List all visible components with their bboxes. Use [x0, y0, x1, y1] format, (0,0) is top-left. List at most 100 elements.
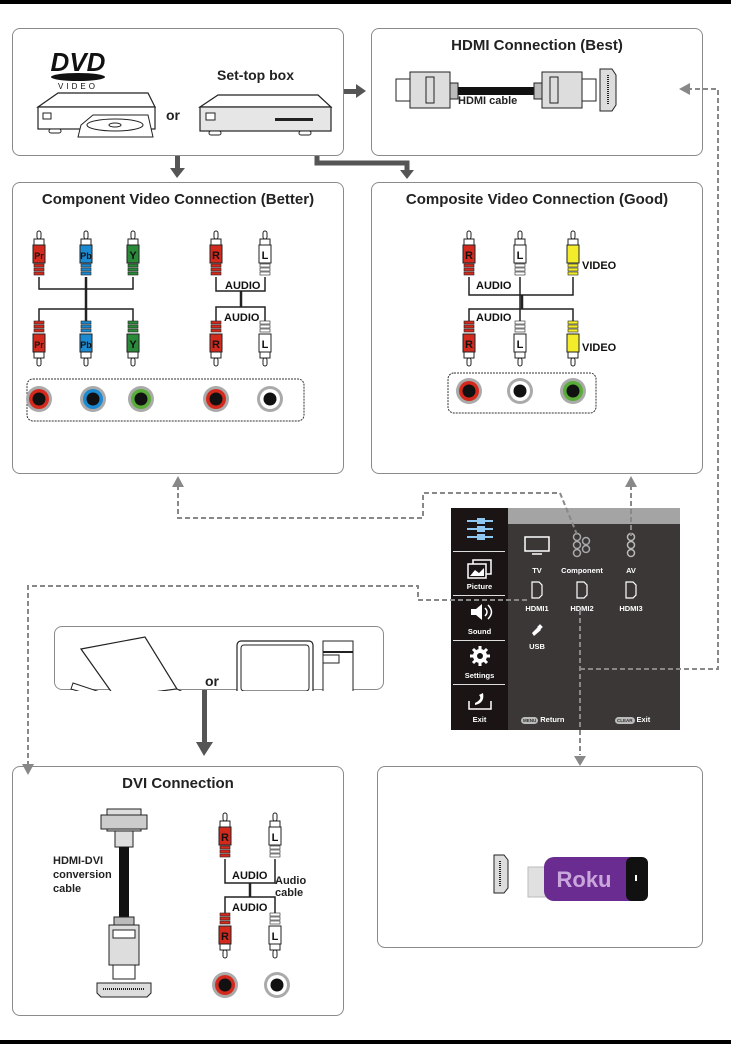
- dvi-title: DVI Connection: [122, 775, 234, 792]
- video-label: VIDEO: [582, 260, 617, 272]
- rca-plug: Pr: [32, 230, 46, 276]
- menu-separator: [453, 684, 505, 685]
- menu-sidebar: Picture Sound Settings Exit: [451, 508, 508, 730]
- desktop-computer-icon: [236, 640, 354, 691]
- dashed-arrow-head-component: [172, 476, 184, 487]
- plug-label: L: [517, 339, 524, 351]
- roku-streaming-box: Roku: [377, 766, 703, 948]
- exit-icon: [468, 693, 492, 710]
- dvd-video-label: VIDEO: [58, 82, 98, 91]
- jack-hole: [566, 384, 580, 398]
- arrow-to-dvi: [202, 690, 207, 744]
- rca-plug: Y: [126, 230, 140, 276]
- dvi-connection-box: DVI Connection HDMI-DVI conversion cable…: [12, 766, 344, 1016]
- menu-separator: [453, 640, 505, 641]
- av-icon: [626, 532, 636, 558]
- plug-label: Pr: [34, 340, 44, 350]
- hdmi-title: HDMI Connection (Best): [451, 37, 623, 54]
- dvd-logo: DVD: [51, 47, 106, 77]
- jack-hole: [218, 978, 232, 992]
- plug-label: R: [212, 339, 220, 351]
- arrow-to-composite: [314, 156, 410, 172]
- rca-plug: R: [209, 320, 223, 367]
- plug-label: Y: [129, 339, 137, 351]
- menu-side-settings[interactable]: Settings: [464, 671, 495, 680]
- component-icon: [572, 532, 591, 558]
- plug-label: Y: [129, 250, 137, 262]
- plug-label: L: [262, 339, 269, 351]
- audio-label: AUDIO: [225, 280, 261, 292]
- source-hdmi3[interactable]: HDMI3: [619, 604, 643, 613]
- arrow-to-component: [175, 156, 180, 170]
- source-hdmi2[interactable]: HDMI2: [570, 604, 594, 613]
- arrow-to-hdmi-head: [356, 84, 366, 98]
- audio-label: AUDIO: [224, 312, 260, 324]
- rca-plug: Pb: [79, 320, 93, 367]
- jack-hole: [32, 392, 46, 406]
- jack-hole: [263, 392, 277, 406]
- rca-plug: L: [268, 812, 282, 858]
- audio-label: AUDIO: [476, 312, 512, 324]
- audio-label: AUDIO: [232, 870, 268, 882]
- menu-side-sound[interactable]: Sound: [467, 627, 492, 636]
- arrow-to-composite-head: [400, 170, 414, 179]
- audio-label: AUDIO: [476, 280, 512, 292]
- menu-side-picture[interactable]: Picture: [466, 582, 493, 591]
- audio-cable-label-1: Audio: [275, 875, 307, 887]
- exit-label: Exit: [636, 715, 651, 724]
- menu-separator: [453, 595, 505, 596]
- hdmi-connection-box: HDMI Connection (Best) HDMI cable: [371, 28, 703, 156]
- settop-box-label: Set-top box: [217, 67, 294, 83]
- menu-key-badge: MENU: [521, 716, 539, 724]
- plug-label: Pb: [80, 251, 92, 261]
- rca-plug: L: [258, 230, 272, 276]
- rca-plug: Pb: [79, 230, 93, 276]
- menu-side-exit[interactable]: Exit: [472, 715, 487, 724]
- rca-plug: R: [218, 812, 232, 858]
- rca-plug: L: [268, 912, 282, 959]
- plug-label: L: [517, 250, 524, 262]
- source-hdmi1[interactable]: HDMI1: [525, 604, 549, 613]
- roku-stick-icon: Roku: [493, 854, 648, 901]
- plug-label: L: [262, 250, 269, 262]
- jack-hole: [86, 392, 100, 406]
- jack-panel: [26, 378, 305, 422]
- rca-plug: R: [462, 230, 476, 276]
- plug-label: Pr: [34, 251, 44, 261]
- hdmi-dvi-cable-label-1: HDMI-DVI: [53, 855, 104, 867]
- rca-plug: L: [513, 230, 527, 276]
- source-devices-box: DVD VIDEO or Set-top box: [12, 28, 344, 156]
- rca-plug: L: [258, 320, 272, 367]
- plug-label: R: [221, 931, 229, 943]
- source-tv[interactable]: TV: [532, 566, 542, 575]
- hdmi-port-icon: [625, 581, 637, 599]
- hdmi-cable-label: HDMI cable: [458, 95, 518, 107]
- plug-label: L: [272, 832, 279, 844]
- picture-icon: [467, 559, 492, 579]
- source-component[interactable]: Component: [561, 566, 603, 575]
- tv-input-menu: Picture Sound Settings Exit TV: [451, 508, 680, 730]
- arrow-to-dvi-head: [196, 742, 213, 756]
- dvd-player-icon: DVD VIDEO: [36, 47, 156, 138]
- rca-plug: R: [218, 912, 232, 959]
- video-label: VIDEO: [582, 342, 617, 354]
- hdmi-cable-icon: [395, 68, 617, 112]
- input-source-icon[interactable]: [465, 514, 495, 544]
- tv-icon: [524, 536, 550, 555]
- gear-icon: [470, 646, 490, 666]
- rca-plug: [566, 320, 580, 367]
- menu-separator: [453, 551, 505, 552]
- rca-plug: [566, 230, 580, 276]
- jack-hole: [462, 384, 476, 398]
- rca-plug: R: [209, 230, 223, 276]
- source-av[interactable]: AV: [626, 566, 636, 575]
- hdmi-dvi-cable-label-2: conversion: [53, 869, 112, 881]
- source-usb[interactable]: USB: [529, 642, 545, 651]
- dashed-arrow-head-av: [625, 476, 637, 487]
- rca-plug: R: [462, 320, 476, 367]
